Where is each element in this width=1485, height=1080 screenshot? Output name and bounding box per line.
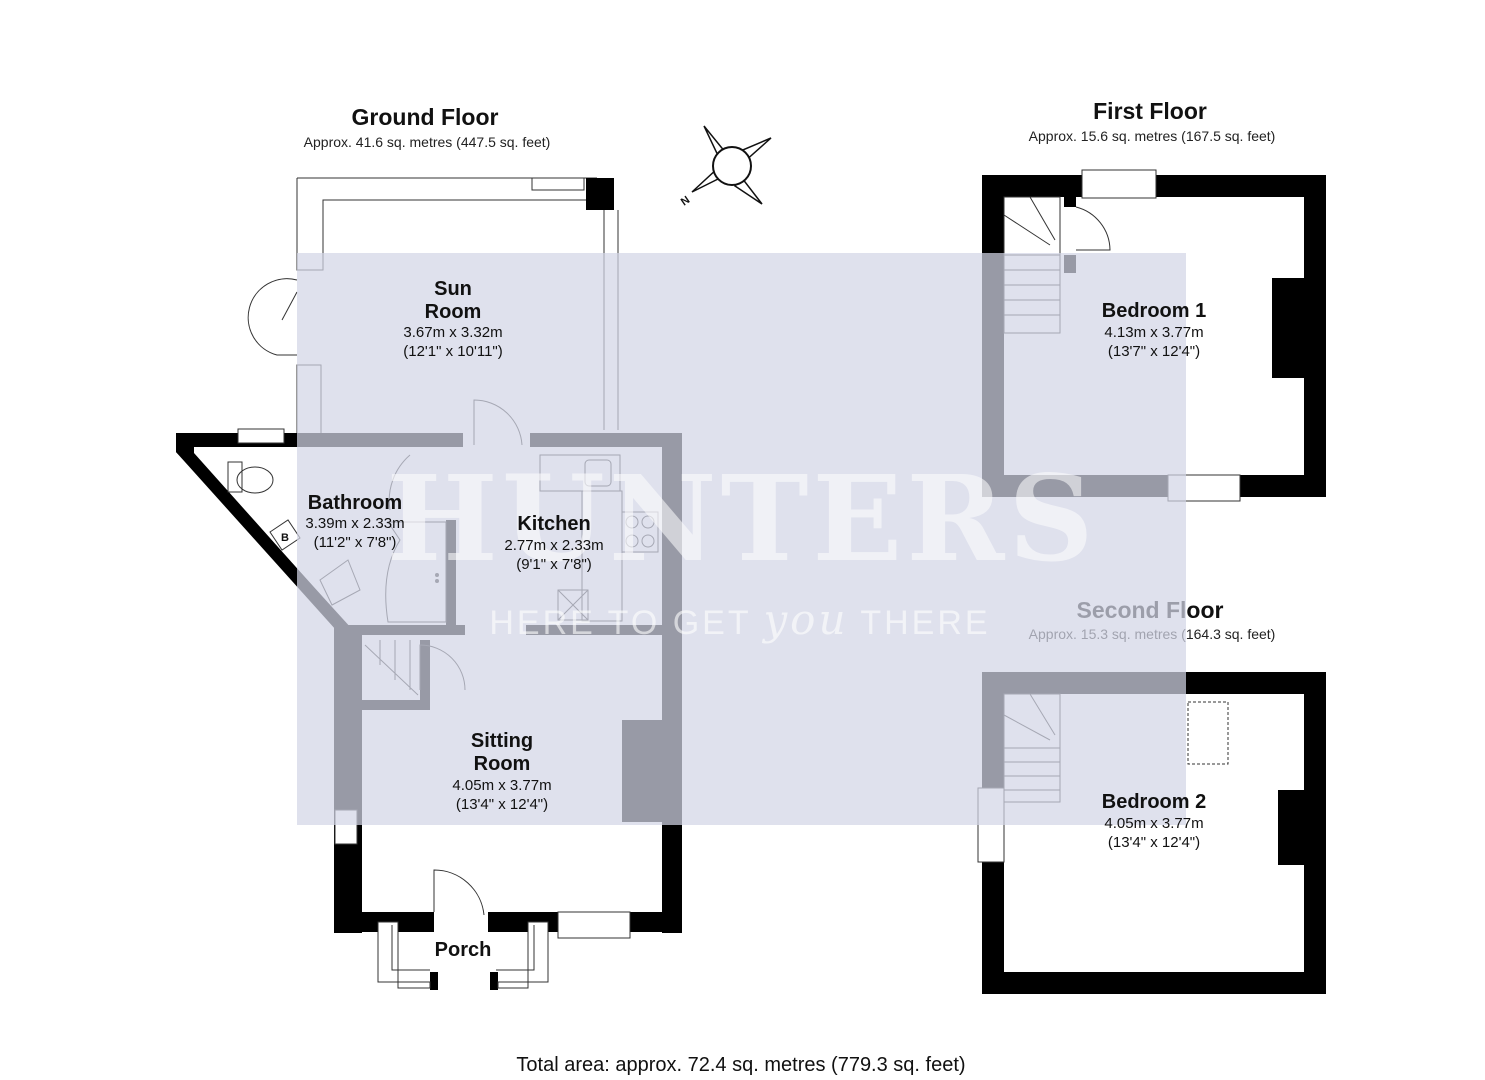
svg-text:Room: Room: [425, 301, 482, 323]
watermark-panel: [297, 253, 1186, 825]
french-door: [247, 278, 298, 356]
compass-icon: N: [679, 125, 772, 208]
svg-text:(9'1" x 7'8"): (9'1" x 7'8"): [516, 556, 592, 573]
room-label-sitting-room: Sitting Room 4.05m x 3.77m (13'4" x 12'4…: [452, 730, 551, 813]
svg-text:4.05m x 3.77m: 4.05m x 3.77m: [452, 777, 551, 794]
watermark-brand: HUNTERS: [386, 449, 1097, 588]
svg-text:Sun: Sun: [434, 278, 472, 300]
first-floor-area: Approx. 15.6 sq. metres (167.5 sq. feet): [1029, 128, 1276, 144]
room-label-bedroom-1: Bedroom 1 4.13m x 3.77m (13'7" x 12'4"): [1102, 300, 1206, 360]
chimney-breast: [1272, 278, 1306, 378]
skylight: [1187, 701, 1229, 765]
room-label-bathroom: Bathroom 3.39m x 2.33m (11'2" x 7'8"): [305, 492, 404, 551]
room-label-porch: Porch: [435, 939, 492, 961]
svg-text:(13'7" x 12'4"): (13'7" x 12'4"): [1108, 343, 1200, 360]
bedroom-door: [1075, 206, 1111, 251]
chimney-breast: [1278, 790, 1306, 865]
svg-text:4.05m x 3.77m: 4.05m x 3.77m: [1104, 815, 1203, 832]
ground-floor-title: Ground Floor: [352, 104, 499, 130]
toilet-icon: [236, 466, 274, 494]
compass-north-label: N: [679, 194, 692, 208]
window: [531, 177, 585, 191]
svg-text:(11'2" x 7'8"): (11'2" x 7'8"): [314, 534, 397, 551]
svg-text:Sitting: Sitting: [471, 730, 533, 752]
svg-text:(13'4" x 12'4"): (13'4" x 12'4"): [456, 796, 548, 813]
boiler-label: B: [281, 532, 289, 544]
window: [1081, 169, 1157, 199]
svg-text:3.67m x 3.32m: 3.67m x 3.32m: [403, 324, 502, 341]
svg-text:Kitchen: Kitchen: [517, 513, 590, 535]
svg-text:2.77m x 2.33m: 2.77m x 2.33m: [504, 537, 603, 554]
ground-floor-area: Approx. 41.6 sq. metres (447.5 sq. feet): [304, 134, 551, 150]
svg-text:3.39m x 2.33m: 3.39m x 2.33m: [305, 515, 404, 532]
front-door: [433, 869, 485, 916]
svg-text:Room: Room: [474, 753, 531, 775]
room-label-kitchen: Kitchen 2.77m x 2.33m (9'1" x 7'8"): [504, 513, 603, 573]
svg-text:(13'4" x 12'4"): (13'4" x 12'4"): [1108, 834, 1200, 851]
svg-text:4.13m x 3.77m: 4.13m x 3.77m: [1104, 324, 1203, 341]
room-label-bedroom-2: Bedroom 2 4.05m x 3.77m (13'4" x 12'4"): [1102, 791, 1206, 851]
porch-structure: [377, 921, 549, 990]
svg-text:Bedroom 2: Bedroom 2: [1102, 791, 1206, 813]
svg-text:(12'1" x 10'11"): (12'1" x 10'11"): [403, 343, 503, 360]
window: [557, 911, 631, 939]
window: [237, 428, 285, 444]
room-label-sun-room: Sun Room 3.67m x 3.32m (12'1" x 10'11"): [403, 278, 503, 360]
svg-text:Bedroom 1: Bedroom 1: [1102, 300, 1206, 322]
watermark-tagline: HERE TO GET you THERE: [489, 595, 990, 644]
total-area: Total area: approx. 72.4 sq. metres (779…: [516, 1054, 965, 1076]
watermark: HUNTERS HERE TO GET you THERE: [297, 253, 1186, 825]
svg-text:Bathroom: Bathroom: [308, 492, 402, 514]
first-floor-title: First Floor: [1093, 98, 1207, 124]
